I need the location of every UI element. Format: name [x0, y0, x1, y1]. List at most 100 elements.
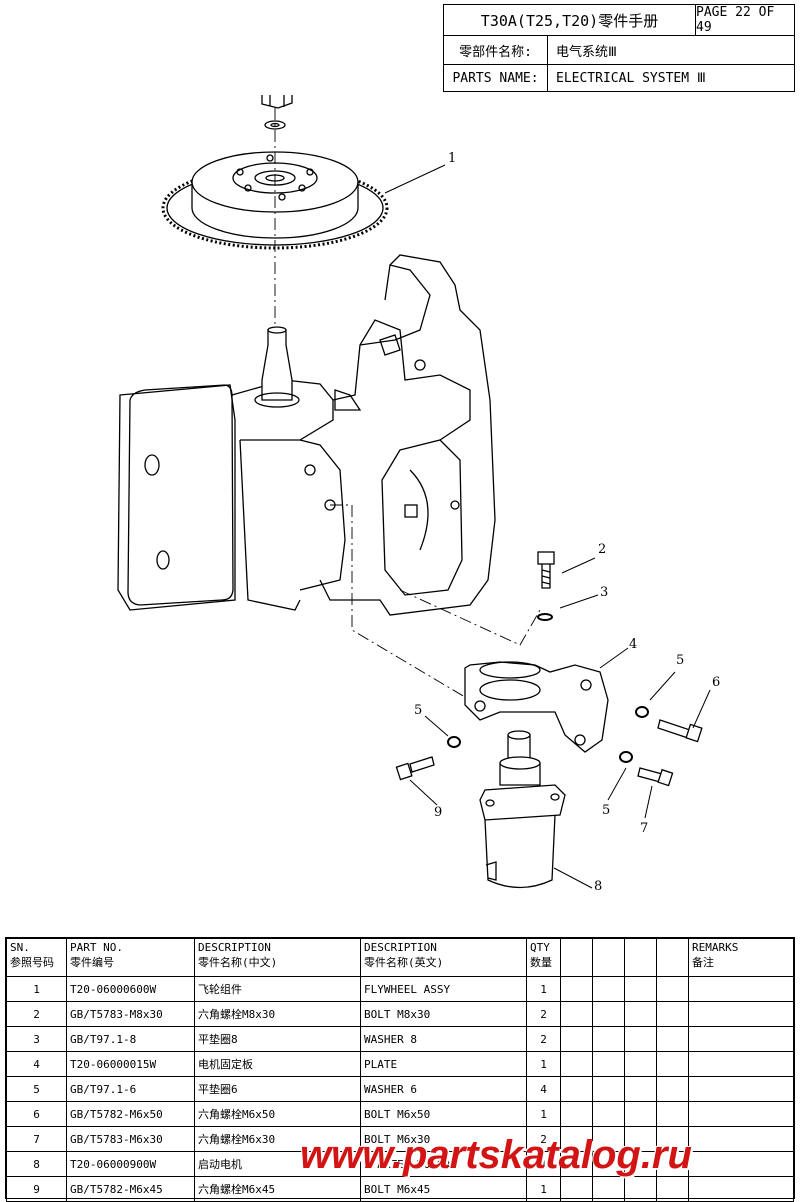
column-header-en: REMARKS: [692, 941, 739, 954]
cell-empty: [656, 1076, 689, 1102]
callout-3: 3: [600, 585, 608, 600]
cell-desc-cn: 六角螺栓M8x30: [194, 1001, 361, 1027]
name-en-value: ELECTRICAL SYSTEM Ⅲ: [556, 70, 706, 86]
cell-empty: [592, 1026, 625, 1052]
callout-6: 6: [712, 675, 720, 690]
cell-part-no: T20-06000600W: [66, 976, 195, 1002]
cell-empty: [656, 1026, 689, 1052]
cell-empty: [688, 1076, 794, 1102]
cell-empty: [656, 1001, 689, 1027]
cell-empty: [688, 1176, 794, 1202]
cell-empty: [592, 1176, 625, 1202]
cell-empty: [624, 1151, 657, 1177]
cell-empty: [624, 1026, 657, 1052]
cell-empty: [624, 1001, 657, 1027]
cell-qty: 1: [526, 976, 561, 1002]
bolt-9: [395, 756, 435, 781]
column-header: PART NO. 零件编号: [66, 938, 195, 977]
callout-1: 1: [448, 151, 456, 166]
cell-sn: 9: [6, 1176, 67, 1202]
crankshaft-end: [254, 326, 300, 408]
cell-empty: [624, 1101, 657, 1127]
cell-part-no: GB/T97.1-6: [66, 1076, 195, 1102]
cell-desc-cn: 六角螺栓M6x50: [194, 1101, 361, 1127]
cell-empty: [688, 1001, 794, 1027]
cell-qty: 1: [526, 1101, 561, 1127]
flywheel-washer: [264, 120, 286, 130]
cell-part-no: T20-06000015W: [66, 1051, 195, 1077]
cell-empty: [624, 1076, 657, 1102]
washer-5a: [635, 706, 649, 718]
title-row: T30A(T25,T20)零件手册 PAGE 22 OF 49: [444, 5, 794, 36]
cell-part-no: GB/T97.1-8: [66, 1026, 195, 1052]
cell-empty: [592, 1051, 625, 1077]
cell-empty: [688, 1051, 794, 1077]
cell-empty: [624, 1176, 657, 1202]
cell-empty: [592, 1001, 625, 1027]
cell-empty: [656, 976, 689, 1002]
column-header-en: QTY: [530, 941, 550, 954]
callout-9: 9: [434, 805, 442, 820]
column-header-cn: 备注: [692, 956, 714, 969]
cell-empty: [656, 1126, 689, 1152]
cell-sn: 1: [6, 976, 67, 1002]
cell-empty: [592, 976, 625, 1002]
cell-desc-en: BOLT M6x50: [360, 1101, 527, 1127]
cell-empty: [560, 1076, 593, 1102]
column-header-en: PART NO.: [70, 941, 123, 954]
cell-desc-en: WASHER 6: [360, 1076, 527, 1102]
bolt-7: [637, 767, 674, 787]
name-cn-label: 零部件名称:: [444, 36, 548, 64]
column-header: REMARKS 备注: [688, 938, 794, 977]
cell-sn: 4: [6, 1051, 67, 1077]
cell-empty: [560, 1101, 593, 1127]
column-header-en: DESCRIPTION: [364, 941, 437, 954]
callout-5b: 5: [414, 703, 422, 718]
column-header-cn: 零件名称(中文): [198, 956, 278, 969]
cell-empty: [688, 1026, 794, 1052]
leader-lines: [384, 164, 711, 889]
cell-desc-cn: 飞轮组件: [194, 976, 361, 1002]
page-number: PAGE 22 OF 49: [696, 5, 775, 35]
cell-empty: [688, 1126, 794, 1152]
column-header-cn: 零件名称(英文): [364, 956, 444, 969]
callout-5a: 5: [676, 653, 684, 668]
cell-desc-en: FLYWHEEL ASSY: [360, 976, 527, 1002]
watermark: www.partskatalog.ru: [300, 1133, 692, 1177]
motor-bracket: [464, 661, 609, 753]
column-header-cn: 参照号码: [10, 956, 54, 969]
column-header-cn: 零件编号: [70, 956, 114, 969]
cell-desc-cn: 六角螺栓M6x45: [194, 1176, 361, 1202]
callout-4: 4: [629, 637, 637, 652]
cell-qty: 2: [526, 1026, 561, 1052]
callout-7: 7: [640, 821, 648, 836]
cell-empty: [624, 976, 657, 1002]
cell-empty: [560, 1026, 593, 1052]
washer-5b: [447, 736, 461, 748]
column-header: DESCRIPTION 零件名称(英文): [360, 938, 527, 977]
cell-empty: [624, 1051, 657, 1077]
cell-qty: 1: [526, 1176, 561, 1202]
cell-empty: [656, 1101, 689, 1127]
cell-desc-cn: 平垫圈6: [194, 1076, 361, 1102]
washer-3: [537, 613, 553, 621]
cell-empty: [656, 1051, 689, 1077]
callout-8: 8: [594, 879, 602, 894]
cell-empty: [688, 976, 794, 1002]
washer-5c: [619, 751, 633, 763]
cell-desc-cn: 启动电机: [194, 1151, 361, 1177]
cell-qty: 4: [526, 1076, 561, 1102]
cell-part-no: GB/T5783-M6x30: [66, 1126, 195, 1152]
cell-empty: [688, 1151, 794, 1177]
name-en-label: PARTS NAME:: [444, 65, 548, 91]
callout-2: 2: [598, 542, 606, 557]
